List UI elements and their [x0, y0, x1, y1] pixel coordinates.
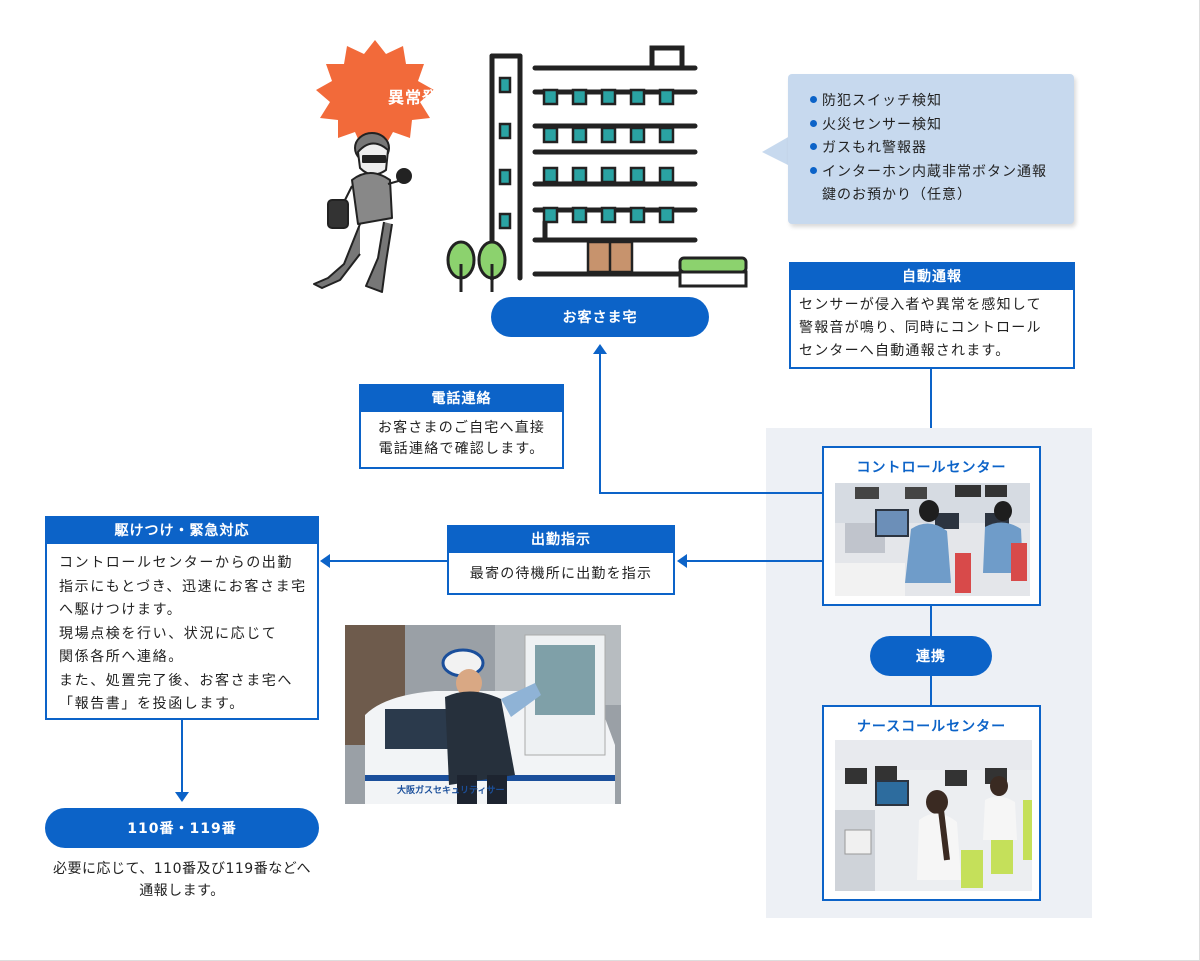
security-guard-photo: 大阪ガスセキュリティサー: [345, 625, 621, 804]
auto-report-box: 自動通報 センサーが侵入者や異常を感知して 警報音が鳴り、同時にコントロール セ…: [789, 262, 1075, 369]
arrow-rush-to-emergency: [181, 720, 183, 796]
auto-report-title: 自動通報: [791, 264, 1073, 290]
vehicle-company-text: 大阪ガスセキュリティサー: [397, 786, 505, 796]
auto-report-line: センサーが侵入者や異常を感知して: [799, 297, 1042, 313]
dispatch-body: 最寄の待機所に出勤を指示: [469, 566, 653, 582]
arrow-dispatch-to-rush: [328, 560, 447, 562]
sensor-item: ガスもれ警報器: [810, 137, 1074, 161]
office-scene-icon: [835, 483, 1030, 596]
burglar-illustration: [313, 40, 434, 293]
arrow-control-to-home: [599, 352, 601, 494]
alert-burst-icon: [316, 40, 434, 148]
control-center-title: コントロールセンター: [856, 460, 1007, 476]
arrow-head-down-icon: [175, 792, 189, 802]
phone-contact-line: お客さまのご自宅へ直接: [377, 420, 546, 436]
nurse-center-photo: [835, 740, 1032, 891]
bullet-icon: [810, 119, 817, 127]
bubble-pointer: [762, 136, 790, 166]
sensor-item: 火災センサー検知: [810, 114, 1074, 138]
alert-label: 異常発生: [387, 88, 456, 107]
auto-report-line: センターへ自動通報されます。: [799, 343, 1011, 359]
bullet-icon: [810, 143, 817, 150]
emergency-line: 通報します。: [139, 883, 225, 899]
dispatch-title: 出勤指示: [449, 527, 673, 553]
arrow-head-up-icon: [593, 344, 607, 354]
guard-vehicle-scene-icon: [345, 625, 621, 804]
rush-line: 「報告書」を投函します。: [59, 696, 245, 712]
bullet-icon: [810, 166, 817, 174]
arrow-control-to-home-h: [599, 492, 822, 494]
arrow-head-left-icon: [320, 554, 330, 568]
rush-line: また、処置完了後、お客さま宅へ: [59, 672, 293, 689]
auto-report-line: 警報音が鳴り、同時にコントロール: [799, 320, 1042, 336]
phone-contact-line: 電話連絡で確認します。: [378, 441, 545, 457]
sensor-item: 防犯スイッチ検知: [810, 90, 1074, 114]
rush-line: 指示にもとづき、迅速にお客さま宅: [59, 578, 307, 595]
rush-line: へ駆けつけます。: [59, 602, 183, 618]
rush-title: 駆けつけ・緊急対応: [47, 518, 317, 544]
control-center-card: コントロールセンター: [822, 446, 1041, 606]
dispatch-box: 出勤指示 最寄の待機所に出勤を指示: [447, 525, 675, 595]
nurse-center-card: ナースコールセンター: [822, 705, 1041, 901]
rush-line: コントロールセンターからの出勤: [59, 555, 293, 571]
emergency-line: 必要に応じて、110番及び119番などへ: [52, 861, 312, 877]
control-center-photo: [835, 483, 1030, 596]
arrow-head-left-icon: [677, 554, 687, 568]
callcenter-scene-icon: [835, 740, 1032, 891]
phone-contact-box: 電話連絡 お客さまのご自宅へ直接 電話連絡で確認します。: [359, 384, 564, 469]
rush-response-box: 駆けつけ・緊急対応 コントロールセンターからの出勤 指示にもとづき、迅速にお客さ…: [45, 516, 319, 720]
emergency-number-label: 110番・119番: [45, 808, 319, 848]
building-illustration: [446, 45, 748, 292]
cooperation-label: 連携: [870, 636, 992, 676]
sensor-list-bubble: 防犯スイッチ検知 火災センサー検知 ガスもれ警報器 インターホン内蔵非常ボタン通…: [788, 74, 1074, 224]
sensor-item: 鍵のお預かり（任意）: [822, 187, 972, 203]
emergency-caption: 必要に応じて、110番及び119番などへ 通報します。: [30, 858, 334, 902]
sensor-item: インターホン内蔵非常ボタン通報: [810, 161, 1074, 185]
arrow-auto-to-control: [930, 369, 932, 433]
customer-home-label: お客さま宅: [491, 297, 709, 337]
rush-line: 関係各所へ連絡。: [59, 649, 184, 665]
nurse-center-title: ナースコールセンター: [856, 719, 1007, 735]
rush-line: 現場点検を行い、状況に応じて: [59, 625, 278, 642]
arrow-control-to-dispatch: [684, 560, 822, 562]
bullet-icon: [810, 96, 817, 103]
phone-contact-title: 電話連絡: [361, 386, 562, 412]
